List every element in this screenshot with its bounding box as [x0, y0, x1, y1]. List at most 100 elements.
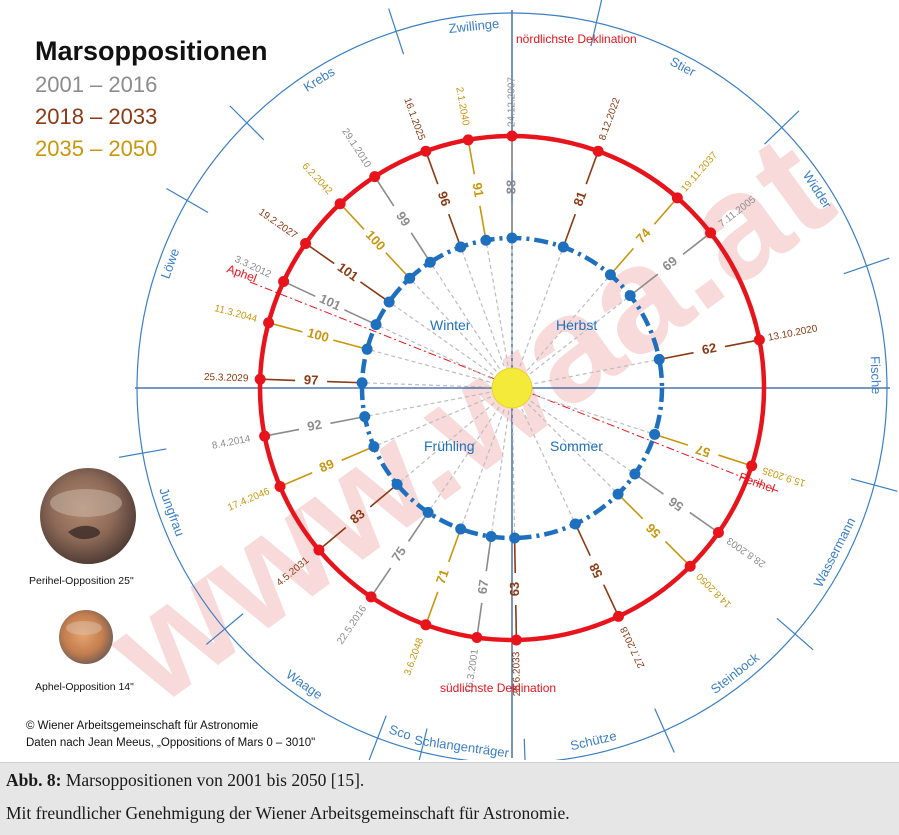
opposition-connector [658, 434, 689, 446]
opposition-distance-label: 75 [388, 544, 409, 564]
earth-position-dot [624, 290, 636, 302]
spoke-line [366, 348, 490, 383]
opposition-connector [372, 567, 392, 595]
opposition-date-label: 6.2.2042 [300, 161, 335, 197]
legend-period-2001-2016: 2001 – 2016 [35, 72, 157, 97]
earth-position-dot [649, 428, 661, 440]
diagram-title: Marsoppositionen [35, 36, 268, 66]
opposition-connector [724, 339, 756, 348]
mars-position-dot [369, 171, 381, 183]
zodiac-circle [136, 12, 888, 760]
opposition-date-label: 2.1.2040 [453, 86, 471, 127]
opposition-connector [426, 591, 439, 622]
spoke-line [534, 358, 660, 385]
aphel-perihel-line [249, 281, 781, 493]
mars-position-dot [365, 591, 377, 603]
opposition-connector [563, 213, 577, 244]
opposition-date-label: 24.12.2007 [507, 77, 518, 127]
opposition-connector [632, 273, 659, 294]
opposition-connector [612, 247, 634, 273]
spoke-line [396, 402, 495, 485]
zodiac-boundary-tick [843, 257, 890, 275]
mars-position-dot [712, 527, 724, 539]
opposition-connector [376, 179, 395, 207]
earth-position-dot [359, 411, 371, 423]
opposition-connector [514, 604, 518, 636]
zodiac-boundary-tick [776, 617, 814, 651]
opposition-connector [369, 486, 395, 508]
opposition-distance-label: 92 [306, 417, 323, 434]
opposition-connector [359, 281, 387, 301]
spoke-line [485, 240, 509, 366]
earth-position-dot [422, 506, 434, 518]
earth-position-dot [506, 232, 518, 244]
opposition-connector [268, 428, 300, 437]
spoke-line [388, 301, 494, 376]
zodiac-boundary-tick [590, 0, 603, 47]
opposition-distance-label: 62 [701, 340, 718, 357]
earth-position-dot [424, 256, 436, 268]
earth-position-dot [455, 523, 467, 535]
zodiac-boundary-tick [850, 478, 898, 492]
opposition-date-label: 11.3.2044 [213, 303, 259, 325]
opposition-connector [321, 526, 347, 549]
earth-position-dot [370, 319, 382, 331]
opposition-connector [485, 540, 492, 572]
spoke-line [429, 261, 500, 370]
spoke-line [533, 394, 655, 435]
opposition-distance-label: 56 [666, 494, 686, 515]
spoke-line [375, 324, 492, 379]
opposition-connector [330, 416, 361, 425]
zodiac-boundary-tick [229, 105, 265, 141]
zodiac-label: Zwillinge [448, 16, 500, 36]
mars-position-dot [671, 192, 683, 204]
opposition-distance-label: 58 [586, 561, 606, 580]
zodiac-boundary-tick [118, 448, 167, 458]
mars-position-dot [684, 560, 696, 572]
opposition-connector [447, 213, 461, 244]
watermark: www.waa.at [77, 102, 860, 735]
zodiac-boundary-tick [654, 708, 675, 753]
mars-position-dot [334, 198, 346, 210]
season-sommer: Sommer [550, 438, 603, 454]
opposition-date-label: 27.7.2018 [618, 624, 647, 669]
earth-position-dot [557, 241, 569, 253]
opposition-connector [585, 154, 598, 185]
earth-position-dot [361, 343, 373, 355]
season-winter: Winter [430, 317, 471, 333]
watermark-text: www.waa.at [77, 102, 860, 735]
zodiac-label: Stier [668, 54, 699, 80]
mars-photo-perihel [40, 468, 136, 564]
spoke-line [529, 295, 631, 375]
opposition-connector [407, 515, 427, 542]
opposition-connector [342, 206, 365, 230]
opposition-connector [327, 380, 359, 384]
spoke-line [362, 382, 490, 388]
opposition-connector [343, 309, 373, 324]
mars-position-dot [471, 632, 483, 644]
opposition-distance-label: 100 [363, 227, 389, 253]
opposition-connector [333, 339, 364, 349]
mars-position-dot [592, 145, 604, 157]
mars-position-dot [263, 317, 275, 329]
earth-position-dot [356, 377, 368, 389]
zodiac-label: Fische [868, 356, 884, 395]
zodiac-label: Sco [387, 722, 413, 743]
caption-line-2: Mit freundlicher Genehmigung der Wiener … [6, 803, 570, 823]
opposition-spokes [264, 140, 756, 636]
opposition-distance-label: 81 [570, 189, 589, 208]
spoke-line [527, 403, 619, 495]
mars-position-dot [313, 544, 325, 556]
mars-position-dot [420, 145, 432, 157]
mars-position-dot [278, 276, 290, 288]
earth-position-dot [480, 234, 492, 246]
opposition-connector [468, 143, 476, 175]
opposition-connector [620, 496, 644, 520]
mars-position-dot [300, 237, 312, 249]
earth-position-dot [629, 468, 641, 480]
opposition-distance-label: 56 [643, 520, 664, 541]
mars-position-dot [462, 134, 474, 146]
spoke-line [519, 246, 564, 367]
opposition-date-label: 14.8.2050 [694, 570, 734, 610]
earth-position-dot [455, 241, 467, 253]
